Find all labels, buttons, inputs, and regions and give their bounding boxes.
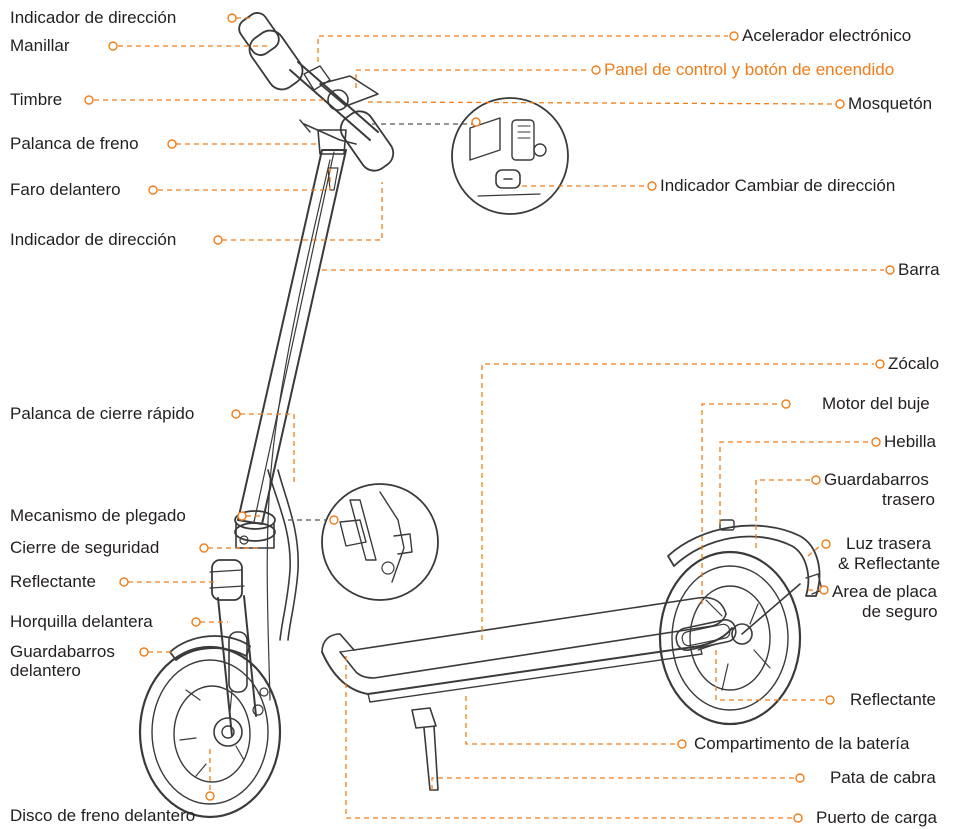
marker-puerto-carga [793, 813, 803, 823]
marker-hebilla [871, 437, 881, 447]
marker-timbre [84, 95, 94, 105]
label-area-placa-2: de seguro [862, 602, 938, 621]
label-acelerador: Acelerador electrónico [742, 26, 912, 45]
label-manillar: Manillar [10, 36, 70, 55]
marker-horquilla [191, 617, 201, 627]
label-hebilla: Hebilla [884, 432, 936, 451]
label-palanca-freno: Palanca de freno [10, 134, 139, 153]
label-guardabarros-trasero-2: trasero [882, 490, 935, 509]
label-motor-buje: Motor del buje [822, 394, 930, 413]
marker-palanca-freno [167, 139, 177, 149]
label-horquilla-delantera: Horquilla delantera [10, 612, 153, 631]
marker-area-placa [819, 585, 829, 595]
zoom-connectors [288, 123, 476, 521]
label-pata-cabra: Pata de cabra [830, 768, 936, 787]
rear-fender [667, 524, 821, 597]
label-compartimento-bateria: Compartimento de la batería [694, 734, 910, 753]
marker-indicador-cambiar [647, 181, 657, 191]
label-palanca-cierre-rapido: Palanca de cierre rápido [10, 404, 195, 423]
label-indicador-direccion-bottom: Indicador de dirección [10, 230, 177, 249]
front-fork [209, 559, 257, 737]
label-puerto-carga: Puerto de carga [816, 808, 937, 827]
zoom-folding [321, 483, 439, 601]
label-mosqueton: Mosquetón [848, 94, 933, 113]
label-timbre: Timbre [10, 90, 63, 109]
marker-bateria [677, 739, 687, 749]
label-barra: Barra [898, 260, 940, 279]
label-cierre-seguridad: Cierre de seguridad [10, 538, 160, 557]
handlebar [238, 12, 395, 191]
label-zocalo: Zócalo [888, 354, 940, 373]
marker-faro [148, 185, 158, 195]
leader-end-markers [84, 13, 895, 823]
marker-cierre-seguridad [199, 543, 209, 553]
front-wheel [138, 645, 282, 819]
kickstand [411, 707, 439, 791]
label-area-placa-1: Area de placa [832, 582, 937, 601]
marker-reflectante-left [119, 577, 129, 587]
label-luz-trasera-1: Luz trasera [846, 534, 932, 553]
marker-acelerador [729, 31, 739, 41]
marker-pata-cabra [795, 773, 805, 783]
label-luz-trasera-2: & Reflectante [838, 554, 941, 573]
marker-disco-freno [205, 791, 215, 801]
marker-barra [885, 265, 895, 275]
marker-plegado [237, 511, 247, 521]
label-guardabarros-delantero-1: Guardabarros [10, 642, 115, 661]
front-fender [169, 635, 251, 661]
zoom-cockpit [451, 97, 569, 215]
label-indicador-direccion-top: Indicador de dirección [10, 8, 177, 27]
marker-guardabarros-delantero [139, 647, 149, 657]
marker-panel [591, 65, 601, 75]
leader-lines [94, 17, 884, 819]
marker-luz-trasera [821, 539, 831, 549]
marker-guardabarros-trasero [811, 475, 821, 485]
label-disco-freno: Disco de freno delantero [10, 806, 196, 825]
stem [234, 149, 347, 701]
marker-zocalo [875, 359, 885, 369]
marker-zoom-cockpit [471, 117, 481, 127]
label-guardabarros-delantero-2: delantero [10, 661, 81, 680]
scooter-illustration [138, 12, 823, 819]
label-mecanismo-plegado: Mecanismo de plegado [10, 506, 186, 525]
marker-indicador-top [227, 13, 237, 23]
marker-mosqueton [835, 99, 845, 109]
marker-zoom-folding [329, 515, 339, 525]
label-guardabarros-trasero-1: Guardabarros [824, 470, 929, 489]
label-reflectante-left: Reflectante [10, 572, 96, 591]
label-faro-delantero: Faro delantero [10, 180, 121, 199]
label-indicador-cambiar: Indicador Cambiar de dirección [660, 176, 896, 195]
marker-manillar [108, 41, 118, 51]
label-reflectante-right: Reflectante [850, 690, 936, 709]
marker-motor [781, 399, 791, 409]
rear-wheel [658, 550, 802, 726]
marker-indicador-bottom [213, 235, 223, 245]
marker-cierre-rapido [231, 409, 241, 419]
label-panel-control: Panel de control y botón de encendido [604, 60, 895, 79]
marker-reflectante-right [825, 695, 835, 705]
deck [321, 596, 733, 703]
